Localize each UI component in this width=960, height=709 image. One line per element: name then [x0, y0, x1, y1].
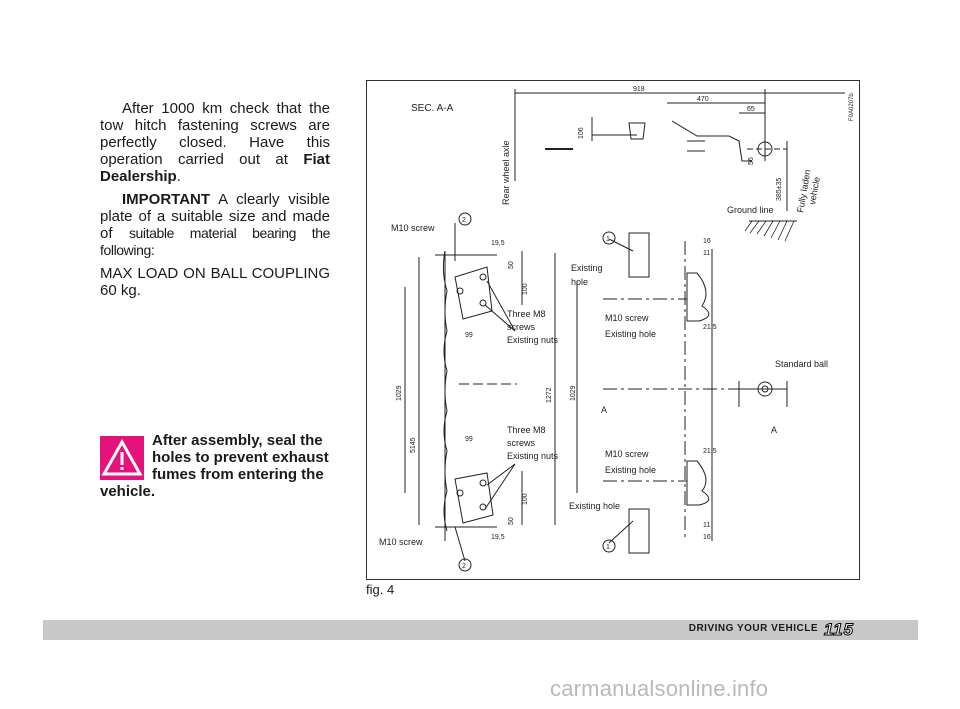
- callout-2-bottom: 2: [462, 563, 466, 570]
- existing-nuts-bottom: Existing nuts: [507, 451, 559, 461]
- dim-16-top: 16: [703, 238, 711, 245]
- section-a-left: A: [601, 405, 607, 415]
- sec-label: SEC. A-A: [411, 103, 454, 114]
- dim-50-top: 50: [508, 261, 515, 269]
- warning-text: After assembly, seal the holes to preven…: [100, 432, 329, 500]
- ground-line-label: Ground line: [727, 205, 774, 215]
- figure-caption: fig. 4: [366, 582, 395, 597]
- screws-top: screws: [507, 322, 536, 332]
- m10-screw-label-bottom: M10 screw: [379, 537, 423, 547]
- body-text: After 1000 km check that the tow hitch f…: [100, 100, 330, 305]
- standard-ball-label: Standard ball: [775, 359, 828, 369]
- dim-50-bottom: 50: [508, 517, 515, 525]
- dim-385: 385±35: [776, 178, 783, 201]
- rear-axle-label: Rear wheel axle: [501, 140, 511, 205]
- dim-100-top: 100: [522, 283, 529, 295]
- paragraph-1: After 1000 km check that the tow hitch f…: [100, 100, 330, 185]
- callout-1-top: 1: [606, 236, 610, 243]
- watermark: carmanualsonline.info: [550, 676, 769, 701]
- dim-11-bottom: 11: [703, 522, 710, 529]
- dim-5145: 5145: [410, 437, 417, 453]
- paragraph-2: IMPORTANT A clearly visible plate of a s…: [100, 191, 330, 258]
- existing-nuts-top: Existing nuts: [507, 335, 559, 345]
- dim-21-5-top: 21,5: [703, 324, 717, 331]
- vehicle-label: vehicle: [807, 176, 822, 205]
- hole-label: hole: [571, 277, 588, 287]
- screws-bottom: screws: [507, 438, 536, 448]
- callout-2-top: 2: [462, 217, 466, 224]
- dim-11-top: 11: [703, 250, 710, 257]
- existing-label: Existing: [571, 263, 603, 273]
- callout-1-bottom: 1: [606, 544, 610, 551]
- existing-hole-right-bottom: Existing hole: [605, 465, 656, 475]
- dim-100-bottom: 100: [522, 493, 529, 505]
- dim-19-5-bottom: 19,5: [491, 534, 505, 541]
- dim-65: 65: [747, 106, 755, 113]
- m10-screw-label-top: M10 screw: [391, 223, 435, 233]
- existing-hole-right-top: Existing hole: [605, 329, 656, 339]
- dim-16-bottom: 16: [703, 534, 711, 541]
- dim-470: 470: [697, 96, 709, 103]
- three-m8-top: Three M8: [507, 309, 546, 319]
- section-a-right: A: [771, 425, 777, 435]
- dim-99-bottom: 99: [465, 436, 473, 443]
- dim-918: 918: [633, 86, 645, 93]
- three-m8-bottom: Three M8: [507, 425, 546, 435]
- tow-hitch-diagram: 2 2 1 1 SEC. A-A Rear wheel axle Ground …: [366, 80, 860, 580]
- dim-1029-left: 1029: [396, 385, 403, 401]
- dim-1272: 1272: [546, 387, 553, 403]
- figure-code: F0A0207b: [849, 93, 855, 121]
- dim-1029-right: 1029: [570, 385, 577, 401]
- m10-screw-right-bottom: M10 screw: [605, 449, 649, 459]
- dim-21-5-bottom: 21,5: [703, 448, 717, 455]
- dim-99-top: 99: [465, 332, 473, 339]
- existing-hole-bottom: Existing hole: [569, 501, 620, 511]
- paragraph-3: MAX LOAD ON BALL COUPLING 60 kg.: [100, 265, 330, 299]
- page-number: 115: [823, 620, 854, 640]
- warning-box: After assembly, seal the holes to preven…: [100, 432, 332, 500]
- dim-19-5-top: 19,5: [491, 240, 505, 247]
- dim-56: 56: [748, 157, 755, 165]
- m10-screw-right-top: M10 screw: [605, 313, 649, 323]
- dim-106: 106: [578, 127, 585, 139]
- warning-triangle-icon: [100, 436, 144, 480]
- section-title: DRIVING YOUR VEHICLE: [688, 623, 818, 634]
- footer-bar: DRIVING YOUR VEHICLE 115: [43, 620, 918, 640]
